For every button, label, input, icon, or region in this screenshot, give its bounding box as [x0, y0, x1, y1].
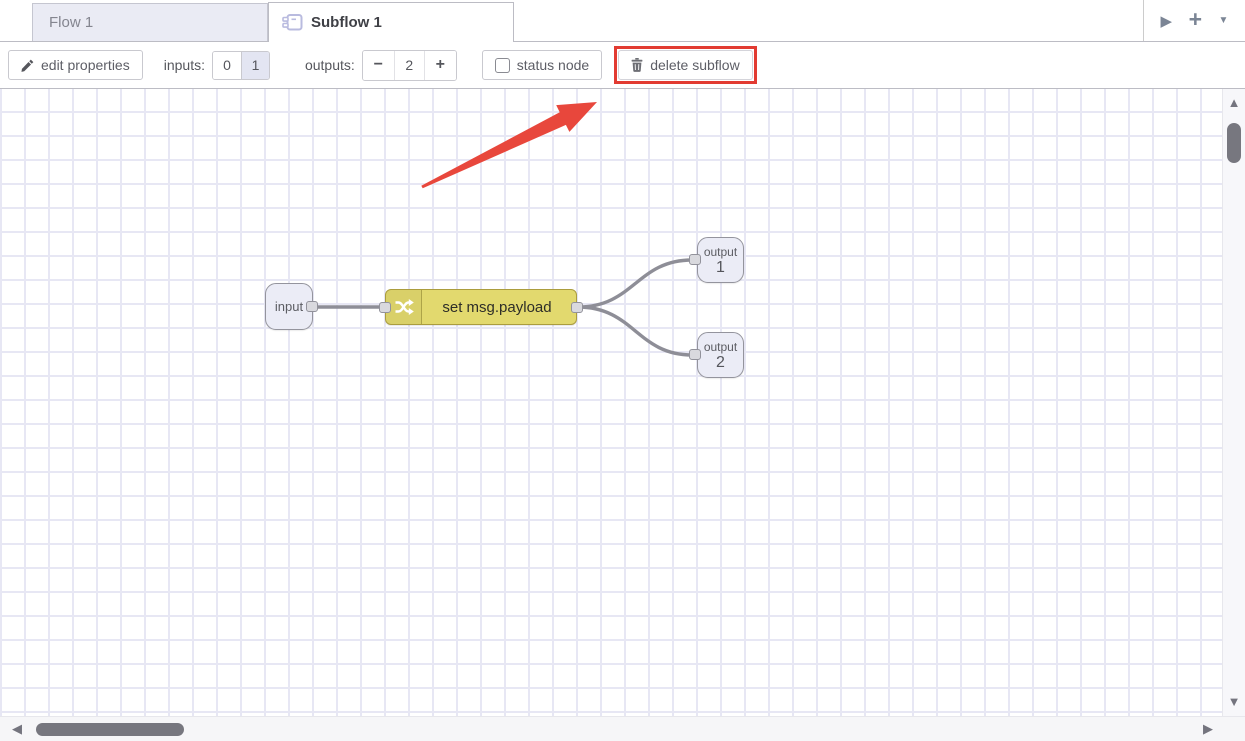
port-change-in[interactable]: [379, 302, 391, 313]
port-output-1-in[interactable]: [689, 254, 701, 265]
node-input-label: input: [274, 298, 304, 314]
vertical-scrollbar-thumb[interactable]: [1227, 123, 1241, 163]
outputs-minus-button[interactable]: −: [362, 50, 394, 80]
inputs-option-0[interactable]: 0: [212, 51, 241, 79]
edit-properties-button[interactable]: edit properties: [8, 50, 143, 80]
status-node-label: status node: [516, 57, 590, 73]
scroll-tabs-icon[interactable]: ▶: [1160, 12, 1173, 30]
status-node-toggle[interactable]: status node: [481, 50, 603, 80]
node-output-1-number: 1: [716, 258, 725, 276]
outputs-stepper: − 2 +: [361, 49, 457, 81]
port-change-out[interactable]: [571, 302, 583, 313]
trash-icon: [631, 58, 643, 72]
outputs-count-value: 2: [393, 50, 425, 80]
port-output-2-in[interactable]: [689, 349, 701, 360]
node-output-2-label: output: [703, 339, 738, 354]
outputs-plus-button[interactable]: +: [424, 50, 456, 80]
scroll-left-icon[interactable]: ◀: [12, 721, 22, 736]
tab-flow-1-label: Flow 1: [49, 14, 94, 31]
node-subflow-output-2[interactable]: output 2: [697, 332, 744, 378]
horizontal-scrollbar[interactable]: ◀ ▶: [0, 716, 1245, 741]
edit-properties-label: edit properties: [41, 57, 130, 73]
subflow-icon: [282, 14, 303, 31]
pencil-icon: [21, 59, 34, 72]
flow-menu-chevron-icon[interactable]: ▼: [1218, 15, 1229, 26]
add-flow-icon[interactable]: +: [1188, 5, 1203, 32]
status-node-checkbox[interactable]: [494, 57, 510, 73]
subflow-toolbar: edit properties inputs: 0 1 outputs: − 2…: [0, 42, 1245, 89]
node-set-msg-payload[interactable]: set msg.payload: [385, 289, 577, 325]
flow-canvas[interactable]: input set msg.payload output 1 o: [0, 89, 1245, 741]
tab-bar-actions: ▶ + ▼: [1143, 0, 1245, 41]
scroll-up-icon[interactable]: ▲: [1227, 95, 1241, 110]
node-output-2-number: 2: [716, 353, 725, 371]
port-input-out[interactable]: [306, 301, 318, 312]
wire-layer: [310, 258, 694, 357]
scroll-down-icon[interactable]: ▼: [1227, 694, 1241, 709]
inputs-option-1[interactable]: 1: [240, 51, 269, 79]
tab-subflow-1-label: Subflow 1: [311, 14, 382, 31]
node-output-1-label: output: [703, 244, 738, 259]
workspace-tab-bar: Flow 1 Subflow 1 ▶ + ▼: [0, 0, 1245, 42]
horizontal-scrollbar-thumb[interactable]: [36, 723, 184, 736]
inputs-toggle-group: 0 1: [211, 50, 270, 80]
inputs-label: inputs:: [163, 57, 205, 73]
workspace-tabs: Flow 1 Subflow 1: [0, 0, 1143, 42]
outputs-label: outputs:: [304, 57, 355, 73]
tab-subflow-1[interactable]: Subflow 1: [268, 2, 514, 42]
delete-subflow-label: delete subflow: [650, 57, 740, 73]
scroll-right-icon[interactable]: ▶: [1203, 721, 1213, 736]
vertical-scrollbar[interactable]: ▲ ▼: [1222, 89, 1245, 716]
node-set-msg-payload-label: set msg.payload: [442, 298, 552, 316]
wire-change-to-output-1[interactable]: [576, 258, 694, 309]
node-subflow-output-1[interactable]: output 1: [697, 237, 744, 283]
wire-change-to-output-2[interactable]: [576, 305, 694, 357]
tab-flow-1[interactable]: Flow 1: [32, 3, 268, 41]
delete-subflow-button[interactable]: delete subflow: [618, 50, 753, 80]
annotation-highlight-box: delete subflow: [614, 46, 757, 84]
shuffle-icon: [386, 290, 422, 324]
